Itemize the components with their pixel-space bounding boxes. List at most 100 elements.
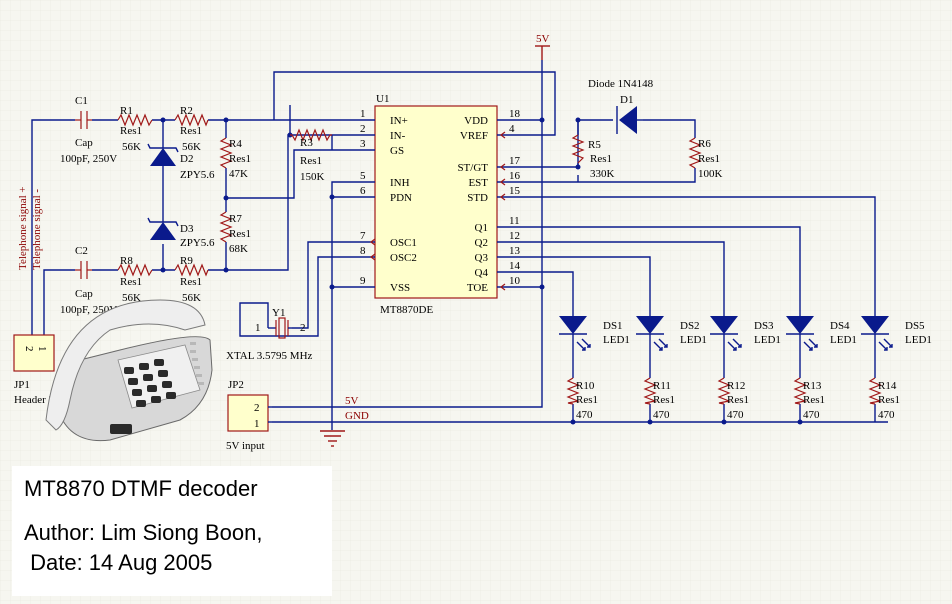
led-type: LED1	[830, 334, 857, 346]
led-symbol	[861, 316, 889, 334]
led-res-value: 470	[576, 409, 593, 421]
wires	[31, 46, 888, 430]
pin-name: VREF	[460, 130, 488, 142]
led-type: LED1	[603, 334, 630, 346]
pin-number: 15	[509, 185, 521, 197]
r4-ref: R4	[229, 138, 242, 150]
title-block: MT8870 DTMF decoder Author: Lim Siong Bo…	[12, 466, 332, 596]
r5-value: 330K	[590, 168, 615, 180]
led-array: DS1LED1R10Res1470DS2LED1R11Res1470DS3LED…	[559, 316, 932, 421]
jp1-value: Header 2	[14, 394, 54, 406]
ic-pin-left-gs: 3GS	[357, 138, 404, 157]
pin-name: Q2	[475, 237, 488, 249]
pin-number: 9	[360, 275, 366, 287]
header-jp2: 2 1 JP2 5V input	[226, 379, 272, 452]
tel-plus-label: Telephone signal +	[17, 186, 29, 270]
r2-type: Res1	[180, 125, 202, 137]
r9-type: Res1	[180, 276, 202, 288]
pin-name: STD	[467, 192, 488, 204]
resistor-r5: R5 Res1 330K	[571, 134, 615, 180]
r2-value: 56K	[182, 141, 201, 153]
pin-number: 3	[360, 138, 366, 150]
pin-number: 6	[360, 185, 366, 197]
pin-number: 16	[509, 170, 521, 182]
ic-pin-left-in: 1IN+	[357, 108, 408, 127]
led-resistor	[793, 377, 808, 405]
pin-number: 13	[509, 245, 521, 257]
author-line: Author: Lim Siong Boon,	[24, 520, 263, 545]
pin-name: VDD	[464, 115, 488, 127]
jp2-pin1: 1	[254, 418, 260, 430]
jp2-value: 5V input	[226, 440, 265, 452]
pin-name: GS	[390, 145, 404, 157]
v5-wire-label: 5V	[345, 395, 359, 407]
ic-body	[374, 105, 498, 299]
led-symbol	[636, 316, 664, 334]
led-resistor	[566, 377, 581, 405]
led-ref: DS5	[905, 320, 925, 332]
resistor-r1: R1 Res1 56K	[117, 105, 153, 153]
led-res-ref: R14	[878, 380, 897, 392]
pin-name: IN-	[390, 130, 406, 142]
led-ref: DS4	[830, 320, 850, 332]
r6-ref: R6	[698, 138, 711, 150]
ic-pin-left-in: 2IN-	[357, 123, 406, 142]
ground-symbol	[320, 430, 345, 447]
zener-diode-d2: D2 ZPY5.6	[147, 143, 215, 186]
c2-ref: C2	[75, 245, 88, 257]
jp1-ref: JP1	[14, 379, 30, 391]
c1-value: 100pF, 250V	[60, 153, 117, 165]
resistor-r3: R3 Res1 150K	[290, 128, 332, 183]
gnd-wire-label: GND	[345, 410, 369, 422]
pin-name: IN+	[390, 115, 408, 127]
led-res-ref: R11	[653, 380, 671, 392]
led-resistor	[643, 377, 658, 405]
c2-type: Cap	[75, 288, 93, 300]
pin-name: OSC2	[390, 252, 417, 264]
r3-type: Res1	[300, 155, 322, 167]
r2-ref: R2	[180, 105, 193, 117]
d1-ref: D1	[620, 94, 633, 106]
jp2-ref: JP2	[228, 379, 244, 391]
tel-minus-label: Telephone signal -	[31, 189, 43, 270]
pin-number: 1	[360, 108, 366, 120]
y1-value: XTAL 3.5795 MHz	[226, 350, 313, 362]
telephone-illustration	[45, 299, 213, 442]
led-symbol	[786, 316, 814, 334]
r7-value: 68K	[229, 243, 248, 255]
u1-part: MT8870DE	[380, 304, 433, 316]
pin-name: Q1	[475, 222, 488, 234]
pin-number: 11	[509, 215, 520, 227]
pin-name: TOE	[467, 282, 488, 294]
pin-name: OSC1	[390, 237, 417, 249]
jp1-pin2: 2	[23, 346, 35, 352]
d1-label: Diode 1N4148	[588, 78, 654, 90]
r7-ref: R7	[229, 213, 242, 225]
d3-value: ZPY5.6	[180, 237, 215, 249]
r6-type: Res1	[698, 153, 720, 165]
led-resistor	[717, 377, 732, 405]
led-res-value: 470	[727, 409, 744, 421]
diagram-title: MT8870 DTMF decoder	[24, 476, 258, 501]
pin-number: 5	[360, 170, 366, 182]
y1-pin2: 2	[300, 322, 306, 334]
pin-number: 8	[360, 245, 366, 257]
led-res-ref: R12	[727, 380, 745, 392]
r1-ref: R1	[120, 105, 133, 117]
led-res-value: 470	[878, 409, 895, 421]
led-res-type: Res1	[576, 394, 598, 406]
